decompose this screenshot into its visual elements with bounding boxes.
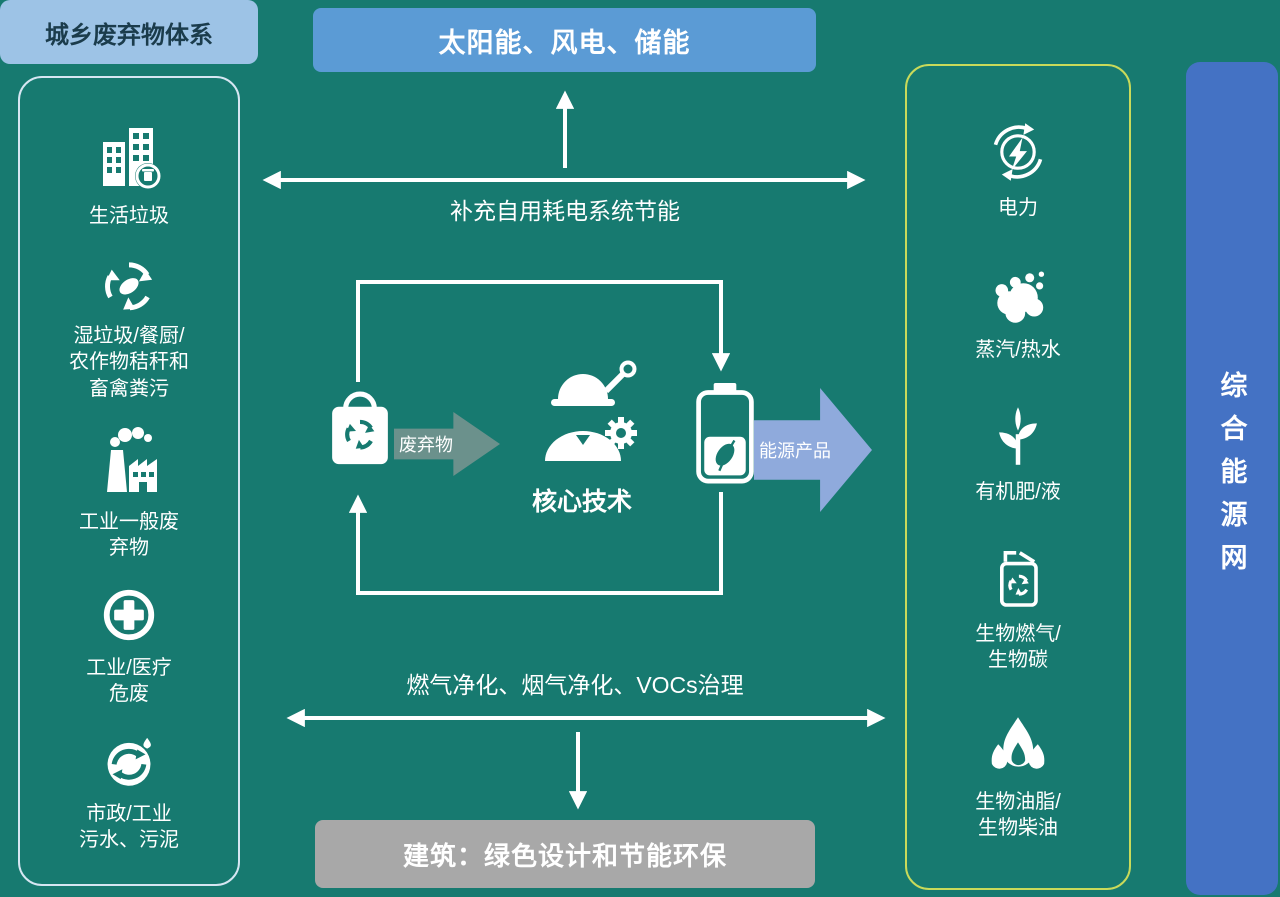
energy-item-label: 生物燃气/ 生物碳 xyxy=(975,622,1061,672)
recycle-bag-icon xyxy=(332,391,388,465)
waste-item-label: 市政/工业 污水、污泥 xyxy=(79,802,179,852)
waste-item-industrial: 工业一般废 弃物 xyxy=(79,422,179,562)
waste-flow-label: 废弃物 xyxy=(399,435,453,455)
energy-flow-label: 能源产品 xyxy=(759,441,831,461)
biogas-icon xyxy=(1000,550,1038,607)
energy-item-biodiesel: 生物油脂/ 生物柴油 xyxy=(975,710,1061,842)
green-building-label: 建筑：绿色设计和节能环保 xyxy=(402,840,727,871)
solar-wind-storage-box: 太阳能、风电、储能 xyxy=(313,8,816,72)
energy-network-label: 综合能源网 xyxy=(1216,371,1247,586)
energy-item-label: 电力 xyxy=(998,197,1038,220)
leaf-recycle-icon xyxy=(105,262,153,311)
energy-item-label: 有机肥/液 xyxy=(975,480,1061,503)
energy-item-label: 蒸汽/热水 xyxy=(975,339,1061,362)
waste-item-wet: 湿垃圾/餐厨/ 农作物秸秆和 畜禽粪污 xyxy=(69,250,189,402)
waste-item-label: 工业/医疗 危废 xyxy=(86,657,172,706)
waste-item-label: 生活垃圾 xyxy=(89,205,169,228)
steam-icon xyxy=(995,271,1045,323)
gas-purification-label: 燃气净化、烟气净化、VOCs治理 xyxy=(406,672,744,698)
waste-panel: 生活垃圾 湿垃圾/餐厨/ 农作物秸秆和 畜禽粪污 xyxy=(18,76,240,886)
flame-icon xyxy=(991,717,1045,769)
solar-wind-storage-label: 太阳能、风电、储能 xyxy=(438,27,691,58)
energy-battery xyxy=(692,378,758,488)
energy-network-bar: 综合能源网 xyxy=(1186,62,1278,895)
power-icon xyxy=(993,123,1043,182)
waste-item-sewage: 市政/工业 污水、污泥 xyxy=(79,728,179,854)
city-building-icon xyxy=(103,128,161,190)
energy-item-label: 生物油脂/ 生物柴油 xyxy=(975,790,1061,840)
waste-item-label: 湿垃圾/餐厨/ 农作物秸秆和 畜禽粪污 xyxy=(69,324,189,400)
waste-item-household: 生活垃圾 xyxy=(87,116,171,229)
water-recycle-icon xyxy=(107,737,151,786)
energy-flow-arrow: 能源产品 xyxy=(754,388,872,512)
energy-panel: 电力 蒸汽/热水 xyxy=(905,64,1131,890)
energy-item-steam: 蒸汽/热水 xyxy=(975,258,1061,363)
left-header-label: 城乡废弃物体系 xyxy=(45,21,213,49)
self-power-saving-label: 补充自用耗电系统节能 xyxy=(450,198,680,224)
factory-icon xyxy=(107,427,157,493)
waste-bag xyxy=(322,374,398,480)
waste-flow-arrow: 废弃物 xyxy=(394,412,500,476)
core-technology-figure xyxy=(518,356,648,478)
medical-cross-icon xyxy=(103,589,155,641)
green-building-box: 建筑：绿色设计和节能环保 xyxy=(315,820,815,888)
engineer-icon xyxy=(545,360,637,461)
plant-icon xyxy=(999,407,1037,465)
left-header: 城乡废弃物体系 xyxy=(0,0,258,64)
waste-item-hazardous: 工业/医疗 危废 xyxy=(86,582,172,708)
energy-item-biogas: 生物燃气/ 生物碳 xyxy=(975,542,1061,674)
waste-item-label: 工业一般废 弃物 xyxy=(79,511,179,560)
energy-item-fertilizer: 有机肥/液 xyxy=(975,400,1061,505)
core-technology-label: 核心技术 xyxy=(531,488,632,516)
energy-item-power: 电力 xyxy=(980,116,1056,221)
eco-battery-icon xyxy=(696,383,754,484)
